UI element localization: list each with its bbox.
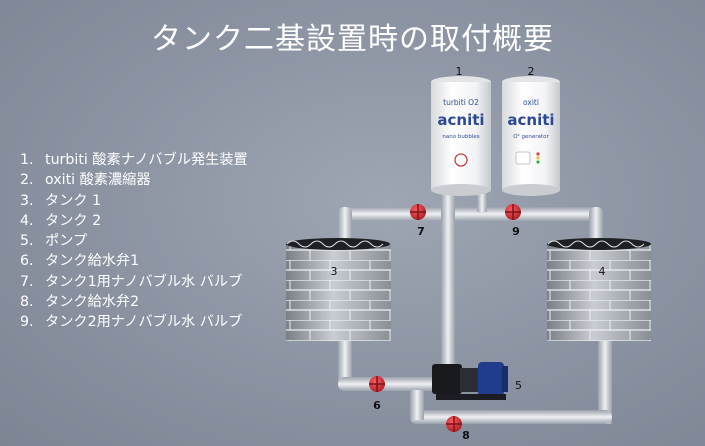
valve-icon: 9 <box>505 204 521 238</box>
pump-icon: 5 <box>432 362 522 400</box>
tank1-outlet-pipe <box>338 338 352 388</box>
device2-outlet-pipe <box>477 192 487 212</box>
pump-riser-pipe <box>441 214 455 384</box>
device2-brand: acniti <box>507 111 554 129</box>
valve6-number: 6 <box>373 399 381 412</box>
device2-number: 2 <box>528 65 535 78</box>
legend-item: 8.タンク給水弁2 <box>20 294 140 311</box>
legend-item: 3.タンク 1 <box>20 192 102 209</box>
valve-icon: 7 <box>410 204 426 238</box>
tank1-number: 3 <box>331 265 338 278</box>
tank2-inlet-drop <box>589 207 603 243</box>
legend-item: 1.turbiti 酸素ナノバブル発生装置 <box>20 152 248 168</box>
display-icon <box>515 151 531 165</box>
status-led-icon <box>536 152 540 156</box>
legend-list: 1.turbiti 酸素ナノバブル発生装置 2.oxiti 酸素濃縮器 3.タン… <box>20 150 248 333</box>
pipes <box>338 192 612 424</box>
tank1-inlet-drop <box>338 207 352 243</box>
tank-1: 3 <box>286 238 391 341</box>
valve7-number: 7 <box>417 225 425 238</box>
legend-item: 5.ポンプ <box>20 233 88 250</box>
device-oxiti: oxiti acniti O² generator 2 <box>502 65 560 196</box>
valve-icon: 8 <box>446 416 470 442</box>
device1-brand: acniti <box>437 111 484 129</box>
pump-suction-pipe <box>338 377 448 391</box>
pump-link-pipe <box>410 390 424 420</box>
status-led-icon <box>536 156 540 160</box>
tank2-number: 4 <box>599 265 606 278</box>
legend-item: 6.タンク給水弁1 <box>20 253 140 270</box>
legend-item: 7.タンク1用ナノバブル水 バルブ <box>20 273 243 290</box>
device1-outlet-pipe <box>441 192 455 214</box>
status-led-icon <box>536 160 540 164</box>
valve9-number: 9 <box>512 225 520 238</box>
page-title: タンク二基設置時の取付概要 <box>151 22 554 57</box>
bottom-return-pipe <box>410 410 612 424</box>
legend-item: 4.タンク 2 <box>20 212 102 229</box>
device2-model: oxiti <box>523 98 539 107</box>
tank-2: 4 <box>547 238 651 341</box>
pump-number: 5 <box>515 379 522 392</box>
power-icon <box>454 153 468 167</box>
legend-item: 9.タンク2用ナノバブル水 バルブ <box>20 314 243 331</box>
device2-caption: O² generator <box>513 133 549 140</box>
device1-caption: nano bubbles <box>442 134 479 140</box>
valve8-number: 8 <box>462 429 470 442</box>
legend-item: 2.oxiti 酸素濃縮器 <box>20 172 151 189</box>
device-turbiti: turbiti O2 acniti nano bubbles 1 <box>431 65 491 196</box>
valve-icon: 6 <box>369 376 385 412</box>
device1-model: turbiti O2 <box>443 98 479 107</box>
device1-number: 1 <box>456 65 463 78</box>
tank2-outlet-pipe <box>598 338 612 424</box>
top-header-pipe <box>338 207 603 221</box>
